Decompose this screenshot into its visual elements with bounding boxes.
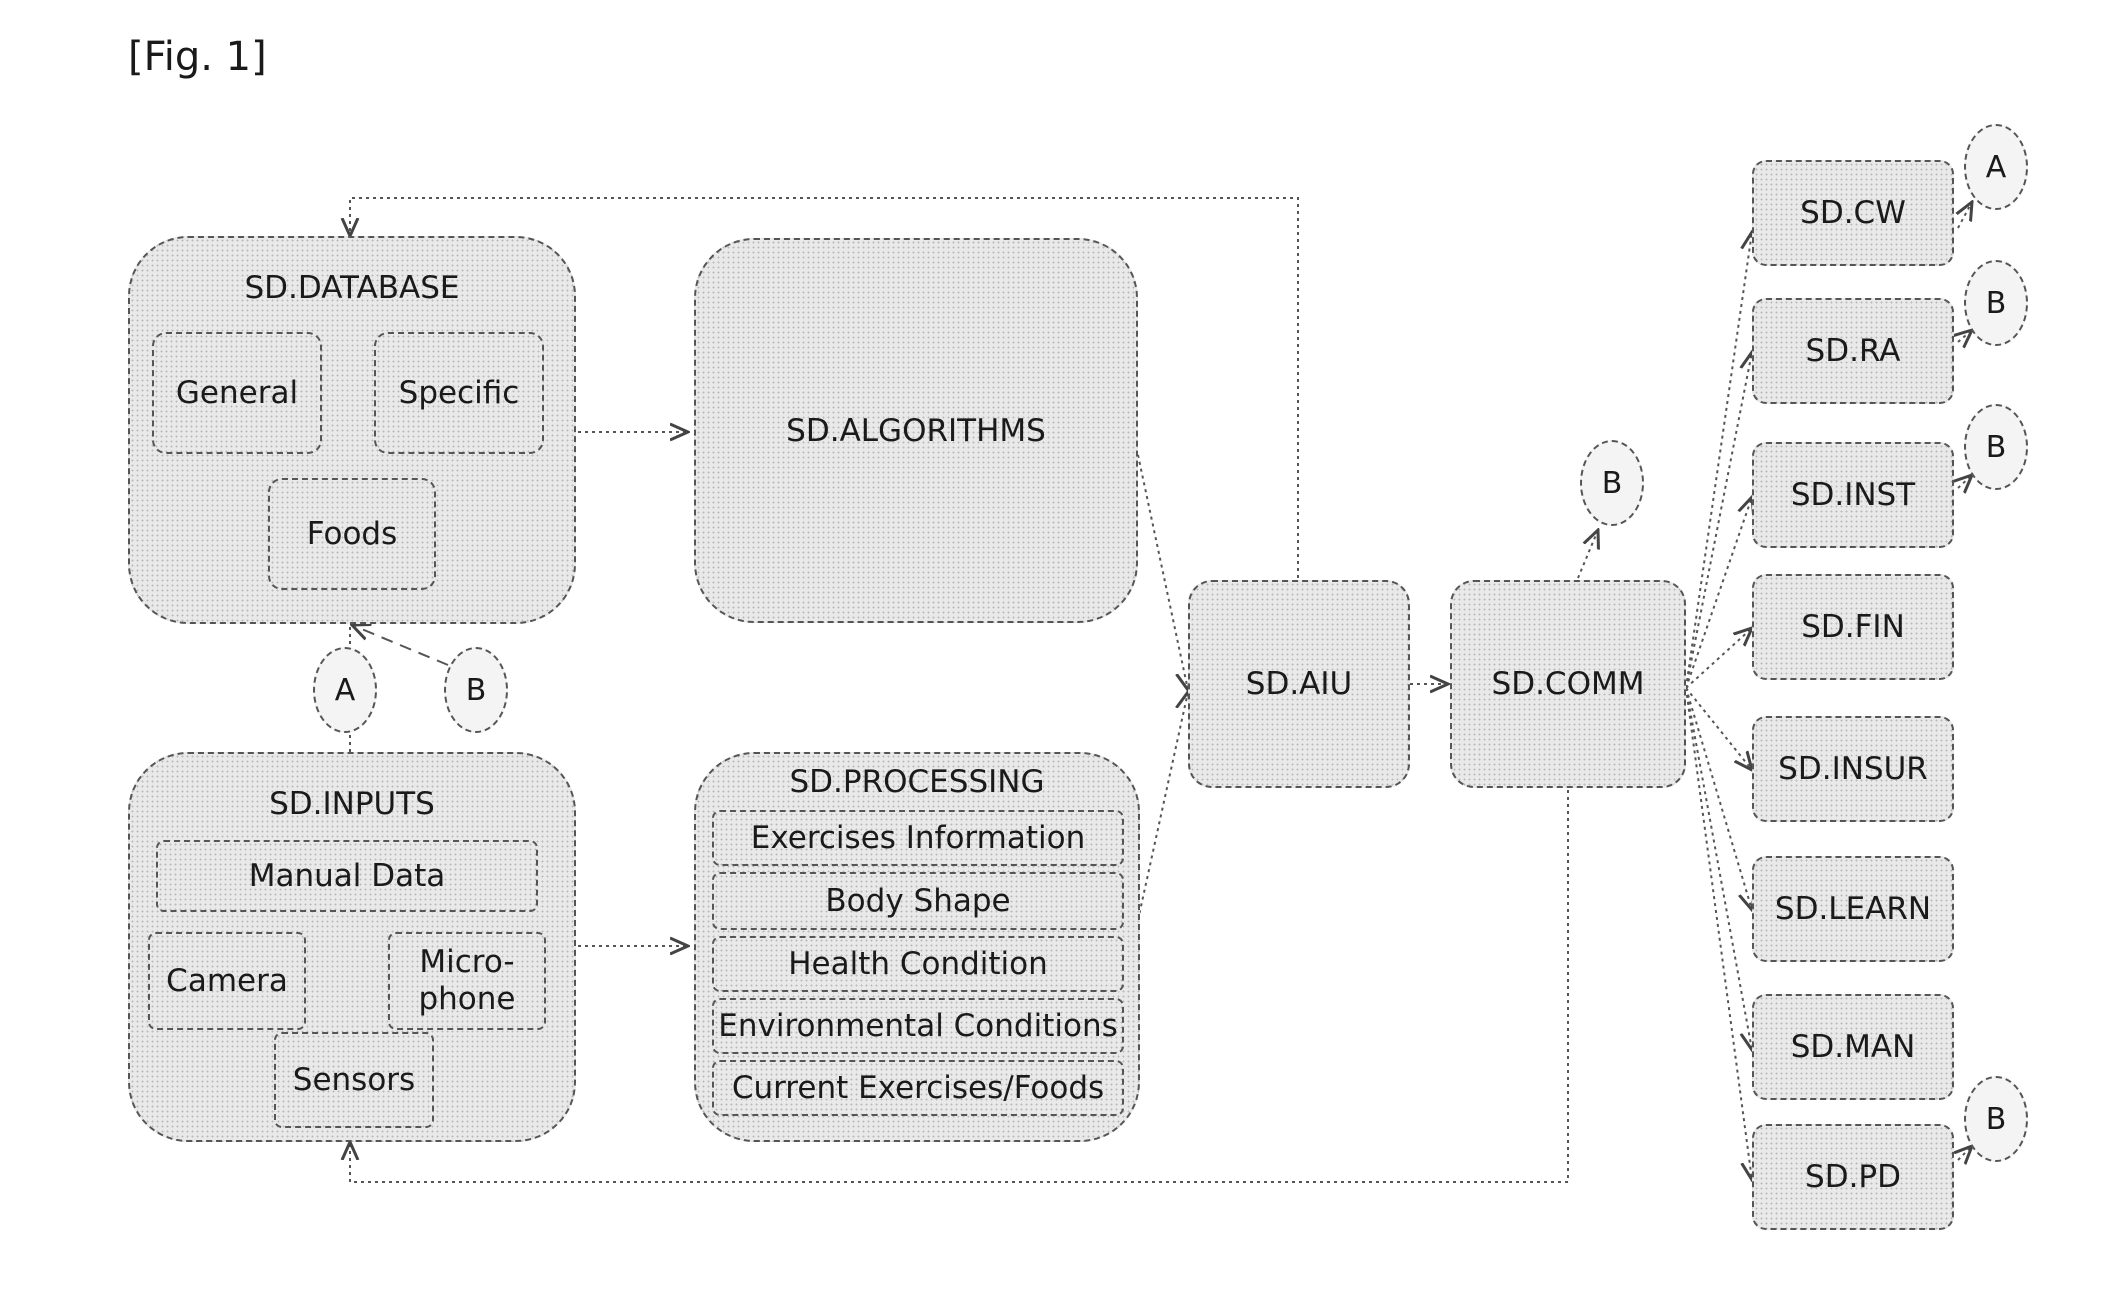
- database-container[interactable]: SD.DATABASE General Specific Foods: [128, 236, 576, 624]
- inputs-title: SD.INPUTS: [269, 786, 435, 822]
- output-sd-cw[interactable]: SD.CW: [1752, 160, 1954, 266]
- inputs-sensors[interactable]: Sensors: [274, 1032, 434, 1128]
- feedback-bottom-line: [350, 790, 1569, 1183]
- output-sd-ra[interactable]: SD.RA: [1752, 298, 1954, 404]
- processing-to-aiu-arrow: [1137, 692, 1188, 921]
- processing-current-exercises-foods[interactable]: Current Exercises/Foods: [712, 1060, 1124, 1116]
- connector-a-cw: A: [1964, 124, 2028, 210]
- processing-body-shape[interactable]: Body Shape: [712, 872, 1124, 930]
- processing-title: SD.PROCESSING: [789, 764, 1045, 800]
- processing-container[interactable]: SD.PROCESSING Exercises Information Body…: [694, 752, 1140, 1142]
- algorithms-to-aiu-arrow: [1137, 454, 1188, 690]
- output-sd-fin[interactable]: SD.FIN: [1752, 574, 1954, 680]
- connector-b-comm: B: [1580, 440, 1644, 526]
- comm-to-b-arrow: [1577, 530, 1598, 579]
- connector-b-left: B: [444, 647, 508, 733]
- output-sd-pd[interactable]: SD.PD: [1752, 1124, 1954, 1230]
- microphone-line1: Micro-: [419, 943, 515, 980]
- database-general[interactable]: General: [152, 332, 322, 454]
- output-sd-learn[interactable]: SD.LEARN: [1752, 856, 1954, 962]
- aiu-box[interactable]: SD.AIU: [1188, 580, 1410, 788]
- database-specific[interactable]: Specific: [374, 332, 544, 454]
- connector-b-pd: B: [1964, 1076, 2028, 1162]
- feedback-top-line: [350, 197, 1299, 578]
- connector-a-left: A: [313, 647, 377, 733]
- inputs-camera[interactable]: Camera: [148, 932, 306, 1030]
- database-title: SD.DATABASE: [244, 270, 460, 306]
- inputs-container[interactable]: SD.INPUTS Manual Data Camera Micro- phon…: [128, 752, 576, 1142]
- connector-b-ra: B: [1964, 260, 2028, 346]
- comm-box[interactable]: SD.COMM: [1450, 580, 1686, 788]
- inputs-microphone[interactable]: Micro- phone: [388, 932, 546, 1030]
- microphone-line2: phone: [418, 981, 516, 1017]
- b-to-database-arrow: [352, 625, 449, 666]
- output-sd-inst[interactable]: SD.INST: [1752, 442, 1954, 548]
- processing-health-condition[interactable]: Health Condition: [712, 936, 1124, 992]
- processing-exercises-information[interactable]: Exercises Information: [712, 810, 1124, 866]
- inputs-manual-data[interactable]: Manual Data: [156, 840, 538, 912]
- output-sd-insur[interactable]: SD.INSUR: [1752, 716, 1954, 822]
- figure-label: [Fig. 1]: [128, 34, 267, 80]
- connector-b-inst: B: [1964, 404, 2028, 490]
- processing-environmental-conditions[interactable]: Environmental Conditions: [712, 998, 1124, 1054]
- output-sd-man[interactable]: SD.MAN: [1752, 994, 1954, 1100]
- database-foods[interactable]: Foods: [268, 478, 436, 590]
- algorithms-box[interactable]: SD.ALGORITHMS: [694, 238, 1138, 623]
